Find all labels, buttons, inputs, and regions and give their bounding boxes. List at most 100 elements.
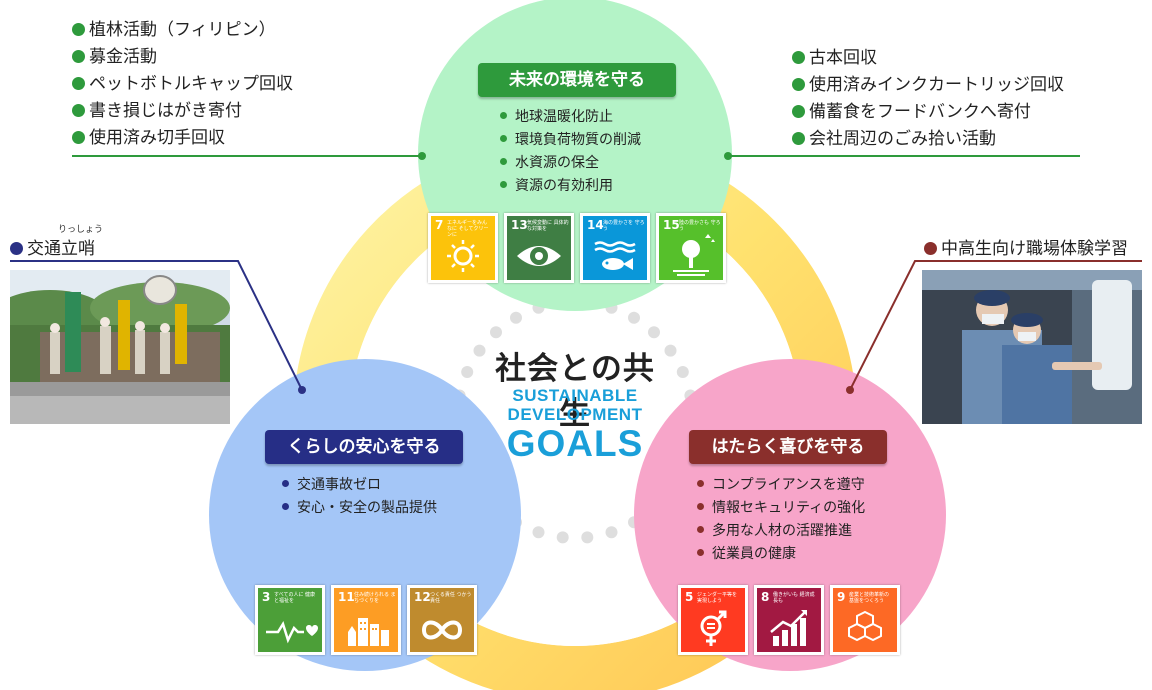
ring-dot [461, 366, 474, 378]
list-item-text: 多用な人材の活躍推進 [712, 523, 852, 539]
left-label: 交通立哨 [10, 234, 95, 259]
ring-dot [676, 366, 689, 378]
sdg-goal-number: 12 [414, 590, 431, 604]
sdg-goal-text: すべての人に 健康と福祉を [274, 592, 316, 604]
list-item-text: 備蓄食をフードバンクへ寄付 [809, 102, 1031, 122]
list-item: 募金活動 [72, 44, 293, 71]
list-item: 古本回収 [792, 45, 1064, 72]
list-item: 環境負荷物質の削減 [500, 129, 641, 152]
list-item: 植林活動（フィリピン） [72, 17, 293, 44]
list-item: 従業員の健康 [697, 543, 865, 566]
list-item-text: 交通事故ゼロ [297, 477, 381, 493]
bullet-icon [500, 181, 507, 188]
sdg-goal-text: エネルギーをみんなに そしてクリーンに [447, 220, 489, 238]
sdg-logo-line2: DEVELOPMENT [507, 405, 643, 424]
list-item-text: 地球温暖化防止 [515, 109, 613, 125]
sdg-goal-number: 3 [262, 590, 271, 604]
list-item-text: 環境負荷物質の削減 [515, 132, 641, 148]
sdg-goal-text: ジェンダー平等を 実現しよう [697, 592, 738, 604]
bullet-icon [697, 503, 704, 510]
list-item-text: 植林活動（フィリピン） [89, 20, 276, 40]
ring-dot [490, 326, 502, 339]
list-item-text: 情報セキュリティの強化 [712, 500, 866, 516]
left-label-text: 交通立哨 [27, 239, 95, 259]
list-item-text: 使用済みインクカートリッジ回収 [809, 75, 1064, 95]
list-item-text: 安心・安全の製品提供 [297, 500, 437, 516]
list-item-text: 資源の有効利用 [515, 178, 613, 194]
infinity-icon [421, 620, 463, 640]
ring-dot [628, 311, 640, 324]
list-item: コンプライアンスを遵守 [697, 474, 865, 497]
sdg-goal-number: 14 [587, 218, 604, 232]
bullet-icon [792, 132, 805, 145]
list-item-text: ペットボトルキャップ回収 [89, 74, 293, 94]
bullet-icon [72, 77, 85, 90]
right-label-text: 中高生向け職場体験学習 [941, 239, 1128, 259]
bullet-icon [72, 50, 85, 63]
list-item-text: 使用済み切手回収 [89, 128, 225, 148]
bullet-icon [72, 104, 85, 117]
sdg-logo-line3: GOALS [506, 423, 644, 464]
list-item: 安心・安全の製品提供 [282, 497, 437, 520]
list-item: 水資源の保全 [500, 152, 641, 175]
sdg-goal-text: 気候変動に 具体的な対策を [527, 220, 569, 232]
bullet-icon [792, 51, 805, 64]
ring-dot [648, 326, 660, 339]
traffic-watch-photo [10, 270, 230, 424]
ring-dot [605, 526, 618, 539]
list-item-text: 水資源の保全 [515, 155, 599, 171]
top-left-activities: 植林活動（フィリピン）募金活動ペットボトルキャップ回収書き損じはがき寄付使用済み… [72, 17, 293, 152]
bullet-icon [924, 242, 937, 255]
list-item-text: 募金活動 [89, 47, 157, 67]
left-label-ruby: りっしょう [58, 225, 104, 235]
sdg-goal-number: 15 [663, 218, 680, 232]
environment-title: 未来の環境を守る [478, 63, 676, 97]
bullet-icon [72, 131, 85, 144]
sdg-goal-text: 住み続けられる まちづくりを [354, 592, 396, 604]
eye-globe-icon [517, 246, 561, 266]
left-connector [10, 260, 303, 391]
sdg-goal-number: 8 [761, 590, 770, 604]
list-item-text: コンプライアンスを遵守 [712, 477, 865, 493]
sdg-goal-number: 11 [338, 590, 355, 604]
ring-dot [581, 531, 594, 544]
bullet-icon [10, 242, 23, 255]
sdg-goal-text: つくる責任 つかう責任 [430, 592, 472, 604]
living-title: くらしの安心を守る [265, 430, 463, 464]
ring-dot [532, 526, 545, 539]
work-items: コンプライアンスを遵守情報セキュリティの強化多用な人材の活躍推進従業員の健康 [697, 474, 865, 566]
cubes-icon [848, 610, 882, 642]
list-item: ペットボトルキャップ回収 [72, 71, 293, 98]
bullet-icon [500, 135, 507, 142]
heartbeat-icon [266, 621, 318, 644]
bullet-icon [500, 112, 507, 119]
sdg-logo-line1: SUSTAINABLE [512, 386, 638, 405]
sdg-goal-number: 9 [837, 590, 846, 604]
gender-icon [700, 610, 727, 646]
sdg-goal-text: 働きがいも 経済成長も [773, 592, 815, 604]
bullet-icon [697, 526, 704, 533]
sdg-goal-number: 5 [685, 590, 694, 604]
list-item: 使用済みインクカートリッジ回収 [792, 72, 1064, 99]
right-label: 中高生向け職場体験学習 [924, 234, 1128, 259]
tree-icon [673, 234, 715, 276]
list-item-text: 従業員の健康 [712, 546, 796, 562]
list-item: 情報セキュリティの強化 [697, 497, 865, 520]
list-item-text: 古本回収 [809, 48, 877, 68]
list-item: 地球温暖化防止 [500, 106, 641, 129]
bullet-icon [792, 105, 805, 118]
fish-icon [594, 241, 636, 270]
sdg-logo: SUSTAINABLE DEVELOPMENT GOALS [505, 386, 645, 464]
list-item: 備蓄食をフードバンクへ寄付 [792, 99, 1064, 126]
ring-dot [664, 344, 677, 357]
top-right-activities: 古本回収使用済みインクカートリッジ回収備蓄食をフードバンクへ寄付会社周辺のごみ拾… [792, 45, 1064, 153]
ring-dot [473, 344, 486, 357]
sdg-goal-number: 13 [511, 218, 528, 232]
